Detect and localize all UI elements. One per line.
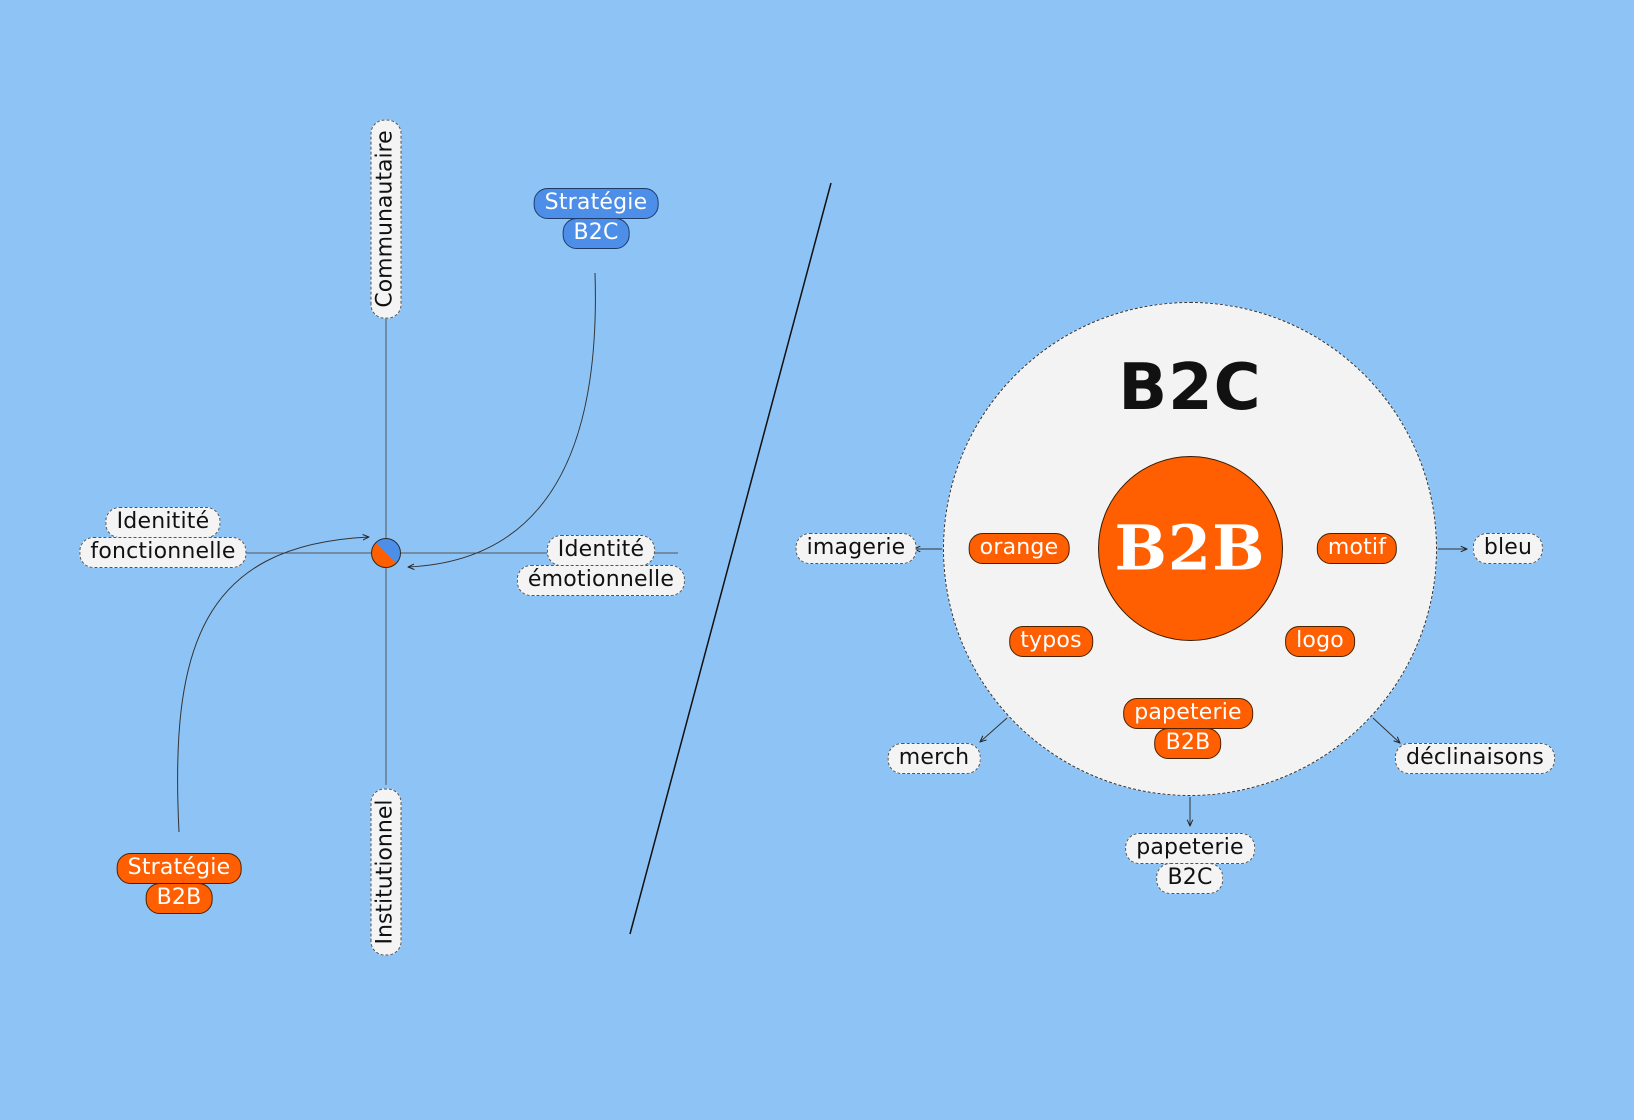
axis-label-left: Idenitité fonctionnelle: [79, 507, 247, 568]
axis-label-right-line2: émotionnelle: [516, 565, 686, 596]
outer-item-bleu: bleu: [1472, 533, 1544, 564]
outer-item-papeterie-b2c-line2: B2C: [1156, 863, 1224, 894]
inner-item-orange-label: orange: [968, 533, 1070, 564]
arrow-circle-to-merch: [980, 717, 1008, 742]
outer-item-merch: merch: [887, 743, 981, 774]
axis-label-right: Identité émotionnelle: [516, 535, 686, 596]
center-node: [371, 538, 401, 568]
arrow-b2c-to-center: [408, 272, 596, 567]
arrow-circle-to-declinaisons: [1372, 717, 1400, 743]
inner-item-papeterie-b2b-line1: papeterie: [1123, 698, 1253, 729]
axis-label-left-line2: fonctionnelle: [79, 537, 247, 568]
inner-item-motif: motif: [1316, 533, 1398, 564]
strategy-b2c-line2: B2C: [562, 218, 630, 249]
outer-item-imagerie-label: imagerie: [795, 533, 917, 564]
inner-item-typos-label: typos: [1009, 626, 1093, 657]
b2c-outer-title: B2C: [1118, 351, 1262, 425]
outer-item-merch-label: merch: [887, 743, 981, 774]
strategy-b2b-line2: B2B: [145, 883, 213, 914]
strategy-b2b-line1: Stratégie: [116, 853, 242, 884]
outer-item-bleu-label: bleu: [1472, 533, 1544, 564]
b2b-core-title: B2B: [1114, 511, 1266, 585]
axis-label-left-line1: Idenitité: [105, 507, 221, 538]
divider-line: [629, 182, 832, 935]
outer-item-declinaisons: déclinaisons: [1394, 743, 1556, 774]
inner-item-papeterie-b2b: papeterie B2B: [1123, 698, 1253, 759]
inner-item-orange: orange: [968, 533, 1070, 564]
inner-item-logo-label: logo: [1285, 626, 1355, 657]
outer-item-declinaisons-label: déclinaisons: [1394, 743, 1556, 774]
outer-item-papeterie-b2c: papeterie B2C: [1125, 833, 1255, 894]
axis-label-right-line1: Identité: [546, 535, 656, 566]
b2b-core-circle: [1098, 456, 1283, 641]
outer-item-imagerie: imagerie: [795, 533, 917, 564]
strategy-b2c-tag: Stratégie B2C: [533, 188, 659, 249]
inner-item-typos: typos: [1009, 626, 1093, 657]
strategy-b2b-tag: Stratégie B2B: [116, 853, 242, 914]
inner-item-papeterie-b2b-line2: B2B: [1154, 728, 1222, 759]
axis-label-top: Communautaire: [370, 119, 402, 319]
arrow-b2b-to-center: [177, 537, 369, 833]
inner-item-logo: logo: [1285, 626, 1355, 657]
outer-item-papeterie-b2c-line1: papeterie: [1125, 833, 1255, 864]
inner-item-motif-label: motif: [1316, 533, 1398, 564]
strategy-b2c-line1: Stratégie: [533, 188, 659, 219]
axis-label-bottom: Institutionnel: [370, 788, 402, 956]
